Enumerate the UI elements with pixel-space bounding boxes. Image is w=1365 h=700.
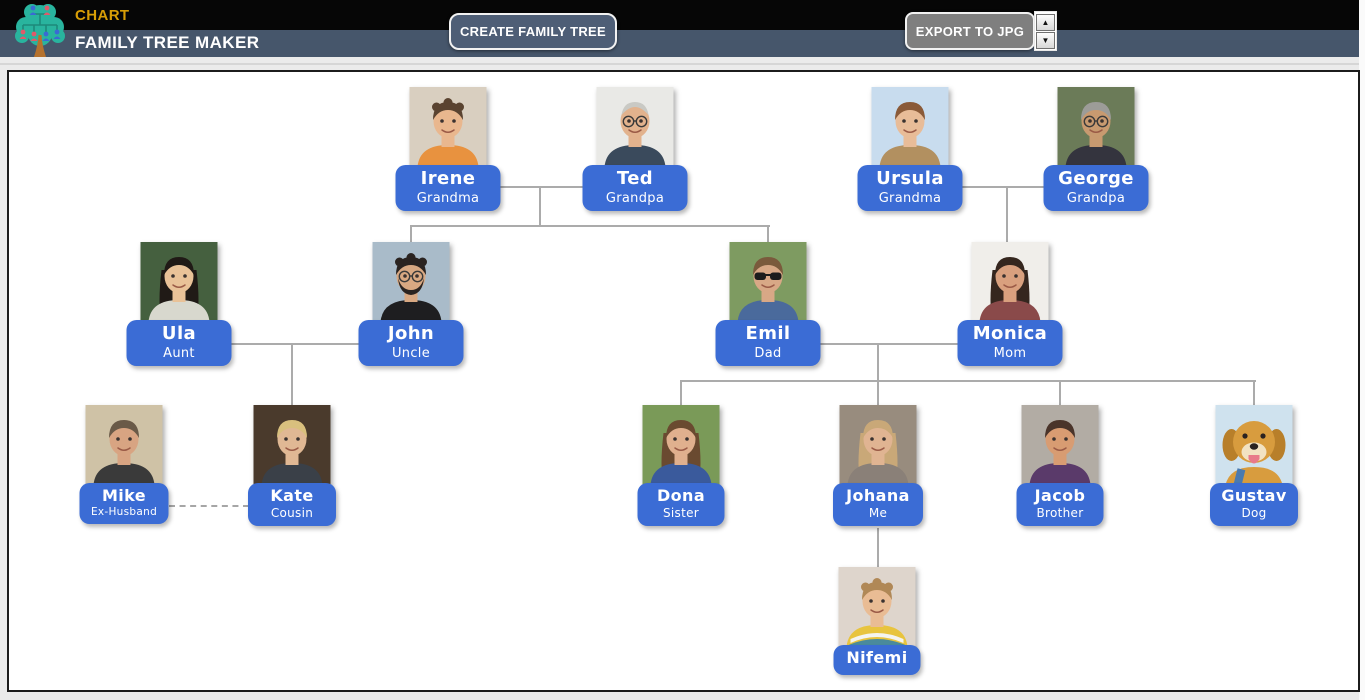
person-photo [253,405,331,485]
person-label: Nifemi [833,645,921,675]
person-name: John [387,323,435,344]
person-photo [372,242,450,322]
app-tag: CHART [75,7,130,24]
person-photo [409,87,487,167]
window-edge [1359,0,1365,700]
person-name: Kate [270,486,314,505]
person-relation: Ex-Husband [90,506,158,518]
person-photo [140,242,218,322]
family-tree-logo-icon [13,1,67,57]
connector-line [1006,186,1008,243]
title-bar [0,30,1359,57]
connector-line [767,225,769,243]
person-photo [729,242,807,322]
connector-line [539,186,541,227]
connector-line-dashed [169,505,249,507]
export-spinner: ▲ ▼ [1034,11,1057,51]
person-relation: Cousin [270,506,314,520]
connector-line [681,380,1256,382]
person-photo [596,87,674,167]
person-relation: Brother [1036,506,1084,520]
person-photo [971,242,1049,322]
page-title: FAMILY TREE MAKER [75,33,260,52]
person-photo [85,405,163,485]
person-relation: Grandma [878,190,942,206]
person-relation: Aunt [163,345,195,361]
person-relation: Dog [1241,506,1267,520]
connector-line [680,380,682,406]
arrow-up-icon: ▲ [1041,17,1050,27]
person-relation: Uncle [391,345,430,361]
person-name: Emil [745,323,791,344]
person-photo [1021,405,1099,485]
connector-line [877,343,879,382]
person-relation: Dad [754,345,782,361]
person-photo [839,405,917,485]
person-name: Dona [656,486,706,505]
person-relation: Me [868,506,888,520]
person-name: Ula [161,323,197,344]
connector-line [877,528,879,568]
person-relation: Grandpa [605,190,665,206]
connector-line [1059,380,1061,406]
connector-line [820,343,959,345]
person-name: Mike [101,486,147,505]
person-name: Ursula [876,168,944,189]
person-relation: Grandpa [1066,190,1126,206]
connector-line [410,225,412,243]
connector-line [962,186,1045,188]
connector-line [500,186,584,188]
create-family-tree-button[interactable]: CREATE FAMILY TREE [449,13,617,50]
connector-line [231,343,360,345]
export-to-jpg-button[interactable]: EXPORT TO JPG [905,12,1035,50]
spinner-up-button[interactable]: ▲ [1036,14,1055,31]
spinner-down-button[interactable]: ▼ [1036,32,1055,49]
connector-line [877,380,879,406]
person-photo [1057,87,1135,167]
person-name: Jacob [1034,486,1086,505]
person-name: George [1058,168,1134,189]
connector-line [411,225,770,227]
person-name: Johana [846,486,910,505]
person-photo [871,87,949,167]
person-relation: Sister [662,506,700,520]
dog-photo [1215,405,1293,485]
person-name: Gustav [1221,486,1287,505]
person-relation: Mom [993,345,1027,361]
person-name: Nifemi [846,648,908,667]
connector-line [291,343,293,406]
person-photo [838,567,916,647]
connector-line [1253,380,1255,406]
toolbar-divider [0,63,1359,65]
arrow-down-icon: ▼ [1041,35,1050,45]
person-name: Ted [616,168,654,189]
person-name: Monica [972,323,1048,344]
person-name: Irene [420,168,476,189]
person-photo [642,405,720,485]
person-relation: Grandma [416,190,480,206]
top-black-bar [0,0,1359,30]
